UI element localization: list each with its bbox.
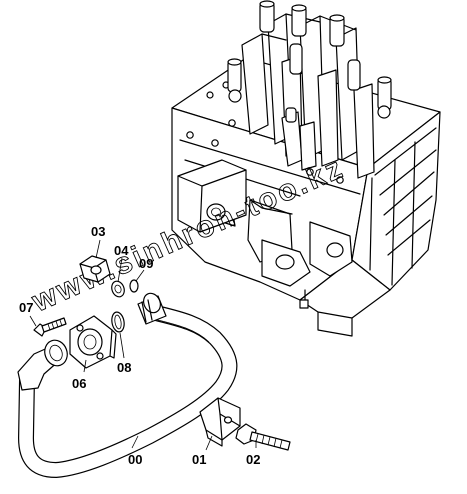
small-ring	[129, 279, 139, 293]
label-06: 06	[72, 376, 86, 391]
bolt-large	[235, 423, 291, 451]
pipe-assembly	[17, 292, 238, 479]
label-04: 04	[114, 243, 129, 258]
clamp-bracket	[199, 397, 241, 447]
leader-lines	[29, 239, 257, 451]
bolt-small	[33, 317, 67, 337]
washer	[111, 280, 125, 298]
label-09: 09	[139, 256, 153, 271]
label-00: 00	[128, 452, 142, 467]
label-03: 03	[91, 224, 105, 239]
label-08: 08	[117, 360, 131, 375]
hex-nut	[79, 255, 111, 283]
label-01: 01	[192, 452, 206, 467]
o-ring	[111, 311, 125, 333]
control-valve-assembly	[171, 0, 441, 337]
label-07: 07	[19, 300, 33, 315]
split-flange	[69, 315, 117, 369]
part-labels: 03 04 09 07 06 08 00 01 02	[19, 224, 260, 467]
label-02: 02	[246, 452, 260, 467]
